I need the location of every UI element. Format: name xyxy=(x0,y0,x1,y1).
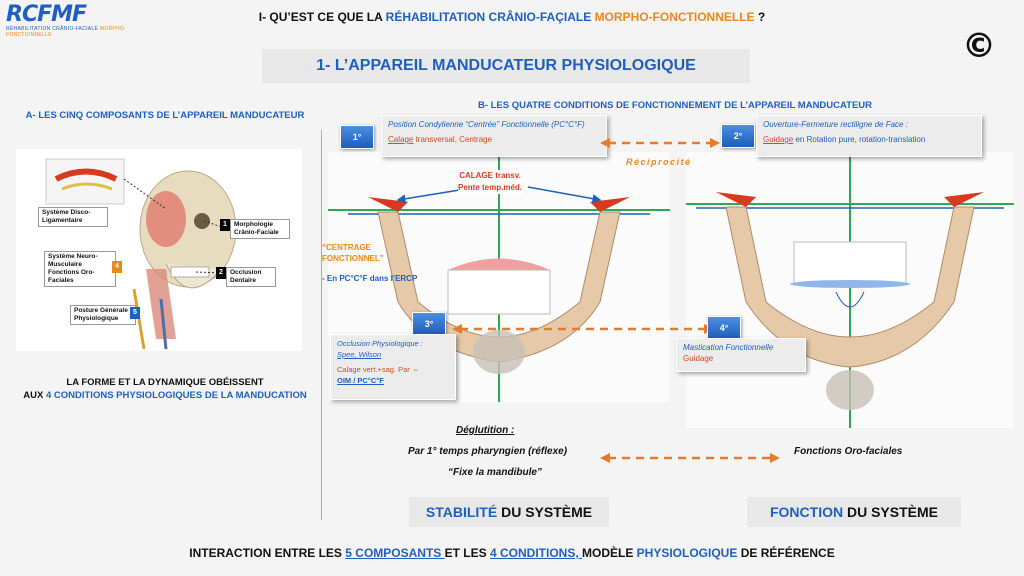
section-b-title: B- LES QUATRE CONDITIONS DE FONCTIONNEME… xyxy=(477,100,873,111)
condition-4-box: Mastication Fonctionnelle Guidage xyxy=(676,338,806,372)
condition-4-number: 4° xyxy=(707,316,741,340)
condition-1-box: Position Condylienne “Centrée” Fonctionn… xyxy=(381,115,607,157)
footer-p5: MODÈLE xyxy=(582,546,637,560)
main-title: 1- L’APPAREIL MANDUCATEUR PHYSIOLOGIQUE xyxy=(262,49,750,83)
logo-sub-right: MORPHO-FONCTIONNELLE xyxy=(6,26,127,38)
condition-3-sub3: OIM / PC°C°F xyxy=(337,376,384,385)
condition-3-box: Occlusion Physiologique : Spee, Wilson C… xyxy=(330,334,456,400)
condition-3-title: Occlusion Physiologique : xyxy=(337,339,423,348)
footer-p6: PHYSIOLOGIQUE xyxy=(636,546,738,560)
stabilite-box: STABILITÉ DU SYSTÈME xyxy=(409,497,609,527)
logo-sub-left: RÉHABILITATION CRÂNIO-FACIALE xyxy=(6,26,99,32)
condition-4-sub: Guidage xyxy=(683,354,714,363)
condition-3-4-arrow xyxy=(452,324,714,334)
label-num-4: 4 xyxy=(112,261,122,273)
condition-2-number: 2° xyxy=(721,124,755,148)
condition-1-number: 1° xyxy=(340,125,374,149)
caption-line2-hl: 4 CONDITIONS PHYSIOLOGIQUES DE LA MANDUC… xyxy=(45,390,307,401)
footer-p7: DE RÉFÉRENCE xyxy=(737,546,835,560)
label-occlusion: Occlusion Dentaire xyxy=(226,267,276,287)
condition-2-title: Ouverture-Fermeture rectiligne de Face : xyxy=(763,120,908,129)
footer-p4: 4 CONDITIONS, xyxy=(489,546,582,560)
deglutition-line1: Par 1° temps pharyngien (réflexe) xyxy=(408,446,568,457)
header-part2: MORPHO-FONCTIONNELLE xyxy=(594,10,755,24)
condition-4-title: Mastication Fonctionnelle xyxy=(683,343,774,352)
condition-3-number: 3° xyxy=(412,312,446,336)
deglutition-block: Déglutition : Par 1° temps pharyngien (r… xyxy=(400,420,620,483)
fonction-rest: DU SYSTÈME xyxy=(843,504,938,520)
centrage-line1: “CENTRAGE xyxy=(322,243,371,252)
header-prefix: I- QU’EST CE QUE LA xyxy=(258,10,386,24)
condition-1-sub-rest: transversal, Centrage xyxy=(413,135,493,144)
footer-p3: ET LES xyxy=(444,546,490,560)
centrage-line2: FONCTIONNEL” xyxy=(322,254,384,263)
page-header: I- QU’EST CE QUE LA RÉHABILITATION CRÂNI… xyxy=(0,10,1024,24)
condition-2-sub-u: Guidage xyxy=(763,135,794,144)
centrage-line3: - En PC°C°F dans l’ERCP xyxy=(322,274,418,283)
logo-text: RCFMF xyxy=(6,2,87,27)
condition-3-sub2: Calage vert.+sag. Par ⇔ xyxy=(337,365,420,374)
copyright-symbol: © xyxy=(962,26,996,66)
fonction-box: FONCTION DU SYSTÈME xyxy=(747,497,961,527)
header-suffix: ? xyxy=(754,10,766,24)
footer-p1: INTERACTION ENTRE LES xyxy=(189,546,346,560)
stabilite-rest: DU SYSTÈME xyxy=(497,504,593,520)
calage-line1: CALAGE transv. xyxy=(459,171,521,180)
header-part1: RÉHABILITATION CRÂNIO-FAÇIALE xyxy=(385,10,592,24)
section-a-title: A- LES CINQ COMPOSANTS DE L’APPAREIL MAN… xyxy=(25,110,305,121)
caption-line2-pre: AUX xyxy=(23,390,46,401)
label-num-2: 2 xyxy=(216,267,226,279)
condition-1-title: Position Condylienne “Centrée” Fonctionn… xyxy=(388,120,585,129)
rcfmf-logo: RCFMF RÉHABILITATION CRÂNIO-FACIALE MORP… xyxy=(6,2,134,39)
stabilite-hl: STABILITÉ xyxy=(425,504,498,520)
caption-line1: LA FORME ET LA DYNAMIQUE OBÉISSENT xyxy=(66,377,264,388)
skull-drawing xyxy=(45,158,237,350)
condition-3-sub1: Spee, Wilson xyxy=(337,350,382,359)
section-a-caption: LA FORME ET LA DYNAMIQUE OBÉISSENT AUX 4… xyxy=(4,376,326,402)
reciprocite-label: Réciprocité xyxy=(626,157,692,167)
fonction-hl: FONCTION xyxy=(769,504,844,520)
label-posture: Posture Générale Physiologique xyxy=(70,305,136,325)
condition-2-box: Ouverture-Fermeture rectiligne de Face :… xyxy=(756,115,982,157)
fonctions-oro-faciales: Fonctions Oro-faciales xyxy=(794,446,903,457)
label-morphologie: Morphologie Crânio-Faciale xyxy=(230,219,290,239)
label-num-5: 5 xyxy=(130,307,140,319)
label-num-1: 1 xyxy=(220,219,230,231)
condition-2-sub-rest: en Rotation pure, rotation-translation xyxy=(793,135,926,144)
reciprocite-arrow xyxy=(600,138,720,148)
calage-label: CALAGE transv. Pente temp.méd. xyxy=(458,170,523,194)
deglutition-line2: “Fixe la mandibule” xyxy=(448,467,542,478)
deglutition-arrow xyxy=(600,453,780,463)
centrage-label: “CENTRAGE FONCTIONNEL” xyxy=(322,242,384,264)
mandible-panel-right xyxy=(686,152,1014,428)
mandible-right-drawing xyxy=(686,152,1014,428)
calage-line2: Pente temp.méd. xyxy=(458,183,523,192)
section-divider xyxy=(321,130,322,520)
footer-text: INTERACTION ENTRE LES 5 COMPOSANTS ET LE… xyxy=(0,546,1024,560)
label-neuro-musculaire: Système Neuro-Musculaire Fonctions Oro-F… xyxy=(44,251,116,287)
deglutition-title: Déglutition : xyxy=(456,425,515,436)
label-disco-ligamentaire: Système Disco-Ligamentaire xyxy=(38,207,108,227)
anatomy-illustration: Système Disco-Ligamentaire 1 Morphologie… xyxy=(16,149,302,351)
condition-1-sub-u: Calage xyxy=(388,135,414,144)
footer-p2: 5 COMPOSANTS xyxy=(345,546,445,560)
